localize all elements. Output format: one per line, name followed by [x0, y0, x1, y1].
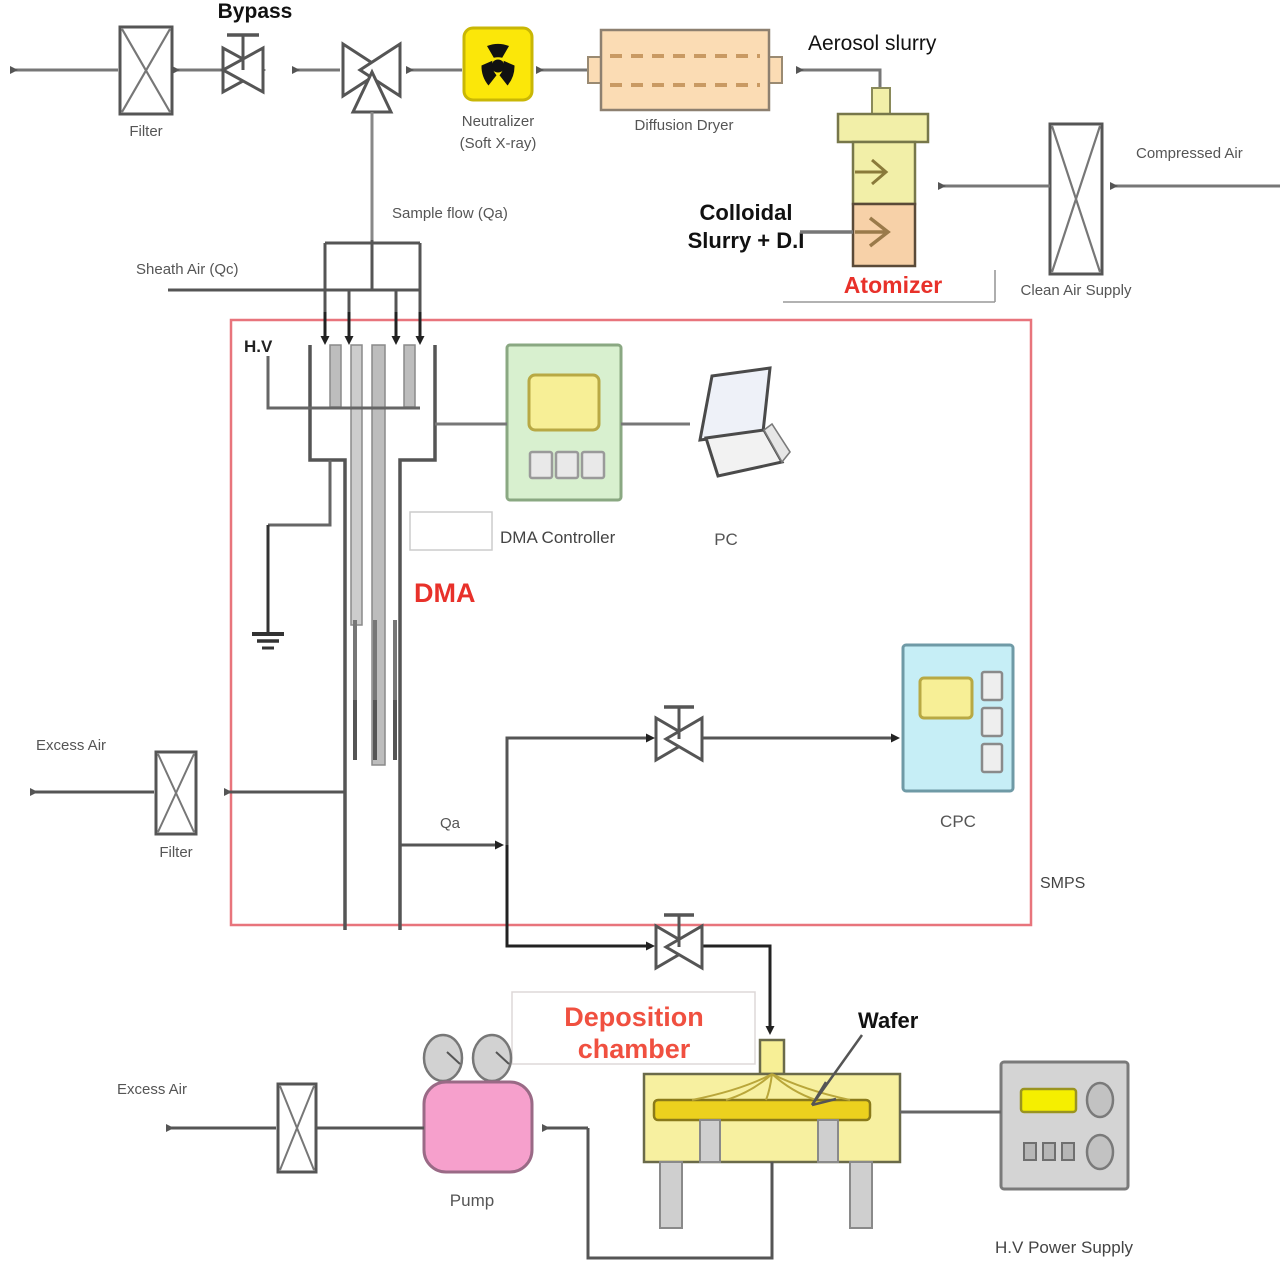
- pump-symbol: [422, 1033, 534, 1174]
- smps-excess-filter-label: Filter: [159, 844, 192, 861]
- deposition-chamber-label-line2: chamber: [578, 1034, 691, 1064]
- sheath-air-label: Sheath Air (Qc): [136, 261, 239, 278]
- dma-controller-label: DMA Controller: [500, 528, 616, 547]
- wafer-label: Wafer: [858, 1008, 919, 1033]
- bypass-valve-symbol: [219, 33, 267, 95]
- hv-power-supply-label: H.V Power Supply: [995, 1238, 1133, 1257]
- wafer-leader-line: [810, 1034, 864, 1107]
- colloidal-slurry-label-line1: Colloidal: [700, 200, 793, 225]
- clean-air-filter-symbol: [1048, 122, 1104, 276]
- bottom-exhaust-filter-symbol: [276, 1082, 318, 1174]
- atomizer-label: Atomizer: [844, 272, 942, 298]
- deposition-chamber-label-line1: Deposition: [564, 1002, 704, 1032]
- bottom-excess-air-label: Excess Air: [117, 1081, 187, 1098]
- dma-inlet-arrows: [320, 312, 425, 345]
- diffusion-dryer-label: Diffusion Dryer: [635, 117, 734, 134]
- inlet-manifold: [168, 240, 422, 315]
- deposition-chamber-label-box: [511, 991, 756, 1065]
- cpc-sample-line: [400, 733, 900, 850]
- qa-label: Qa: [440, 815, 461, 832]
- clean-air-supply-label: Clean Air Supply: [1021, 282, 1132, 299]
- cpc-label: CPC: [940, 812, 976, 831]
- colloidal-slurry-label-line2: Slurry + D.I: [688, 228, 805, 253]
- three-way-valve-symbol: [341, 41, 402, 240]
- compressed-air-label: Compressed Air: [1136, 145, 1243, 162]
- aerosol-slurry-label: Aerosol slurry: [808, 32, 937, 55]
- dma-controller-device[interactable]: [505, 343, 623, 502]
- diffusion-dryer-symbol: [587, 28, 783, 112]
- pc-label: PC: [714, 530, 738, 549]
- deposition-feed-line: [505, 845, 775, 1035]
- smps-boundary-box: [229, 318, 1033, 927]
- top-filter-symbol: [118, 25, 174, 116]
- bypass-label: Bypass: [218, 0, 293, 23]
- hv-power-supply-device[interactable]: [999, 1060, 1130, 1191]
- dma-label: DMA: [414, 578, 476, 608]
- sample-flow-label: Sample flow (Qa): [392, 205, 508, 222]
- aerosol-slurry-line: [796, 66, 882, 92]
- hv-wiring: [266, 356, 420, 527]
- deposition-chamber-symbol: [642, 1038, 902, 1229]
- smps-excess-air-label: Excess Air: [36, 737, 106, 754]
- neutralizer-label-line1: Neutralizer: [462, 113, 535, 130]
- smps-label: SMPS: [1040, 875, 1085, 892]
- dma-column-symbol: [308, 344, 437, 930]
- cpc-device[interactable]: [901, 643, 1015, 793]
- dma-controller-connector-box: [409, 511, 493, 551]
- pump-label: Pump: [450, 1191, 494, 1210]
- smps-excess-filter-symbol: [154, 750, 198, 836]
- deposition-inline-valve-symbol: [654, 913, 704, 971]
- neutralizer-label-line2: (Soft X-ray): [460, 135, 537, 152]
- top-filter-label: Filter: [129, 123, 162, 140]
- ground-symbol: [252, 525, 284, 650]
- atomizer-symbol: [836, 87, 930, 268]
- hv-label: H.V: [244, 337, 273, 356]
- pc-laptop-icon[interactable]: [698, 366, 791, 478]
- cpc-inline-valve-symbol: [654, 705, 704, 763]
- bottom-exhaust-line: [166, 1124, 774, 1260]
- neutralizer-radiation-icon: [462, 26, 534, 102]
